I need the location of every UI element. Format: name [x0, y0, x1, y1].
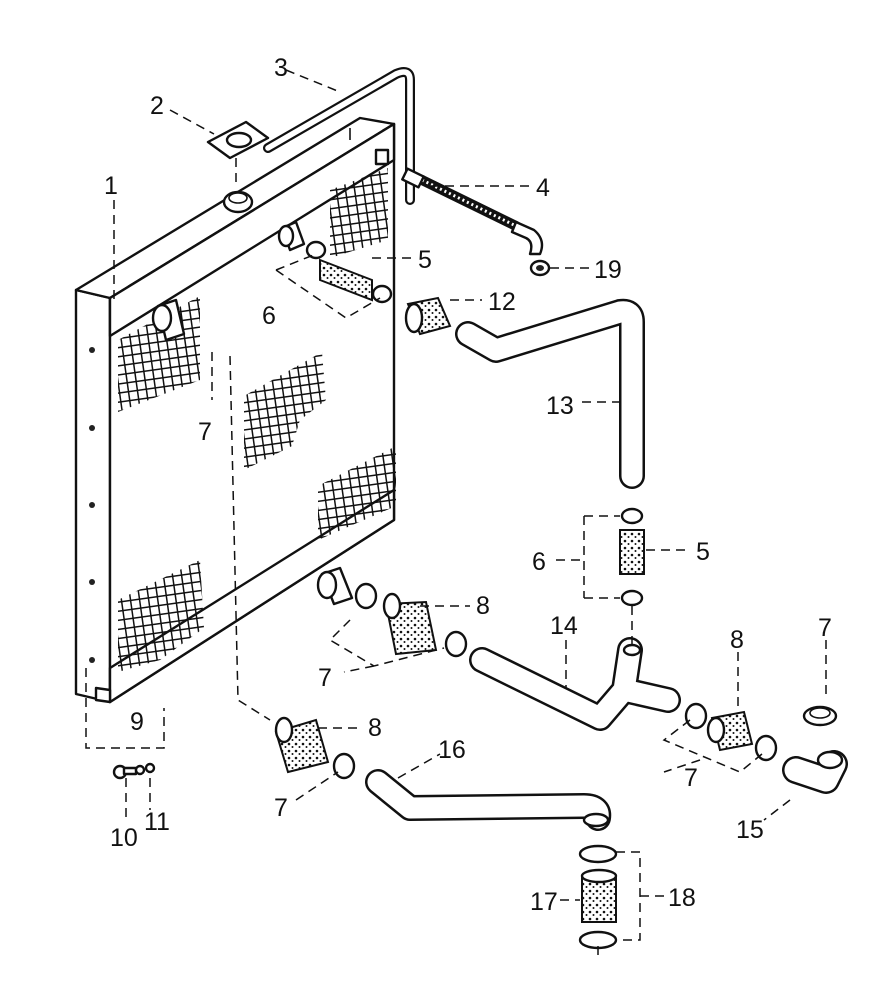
upper-short-hose[interactable]	[319, 258, 373, 302]
lower-bent-pipe[interactable]	[365, 769, 612, 831]
callout-8-branch: 8	[730, 626, 744, 654]
inlet-hose-sleeve[interactable]	[404, 296, 452, 336]
lower-hose-clamps[interactable]	[354, 582, 468, 658]
callout-7-bottom: 7	[274, 794, 288, 822]
callout-13: 13	[546, 392, 574, 420]
callout-7-radiator: 7	[198, 418, 212, 446]
vertical-short-hose[interactable]	[619, 529, 645, 575]
callout-19: 19	[594, 256, 622, 284]
callout-18: 18	[668, 884, 696, 912]
filler-neck-gasket[interactable]	[206, 120, 270, 160]
upper-hose-clamps[interactable]	[305, 240, 393, 304]
union-nut[interactable]	[529, 259, 551, 277]
callout-9: 9	[130, 708, 144, 736]
bottom-hose-sleeve[interactable]	[274, 716, 330, 774]
callout-3: 3	[274, 54, 288, 82]
callout-2: 2	[150, 92, 164, 120]
callout-7-lower: 7	[318, 664, 332, 692]
bleed-hose[interactable]	[401, 167, 544, 256]
upper-bent-pipe[interactable]	[455, 298, 645, 489]
callout-6-vertical: 6	[532, 548, 546, 576]
callout-4: 4	[536, 174, 550, 202]
mounting-bolt-kit[interactable]	[112, 762, 156, 780]
bottom-hose-clamp[interactable]	[332, 752, 356, 780]
branch-hose-clamps[interactable]	[684, 702, 778, 762]
callout-15: 15	[736, 816, 764, 844]
leader-lines	[85, 69, 827, 960]
callout-8-lower: 8	[476, 592, 490, 620]
callout-7-elbow: 7	[818, 614, 832, 642]
callout-14: 14	[550, 612, 578, 640]
callout-8-bottom: 8	[368, 714, 382, 742]
overflow-tube[interactable]	[263, 67, 415, 205]
callout-17: 17	[530, 888, 558, 916]
callout-labels: 1 2 3 4 5 5 6 6 7 7 7 7 7 8 8 8 9 10 11 …	[104, 54, 832, 916]
callout-12: 12	[488, 288, 516, 316]
vertical-hose-clamps[interactable]	[620, 507, 644, 607]
callout-6-upper: 6	[262, 302, 276, 330]
callout-11: 11	[144, 808, 170, 836]
drain-hose[interactable]	[580, 868, 618, 923]
callout-16: 16	[438, 736, 466, 764]
lower-hose-sleeve[interactable]	[382, 592, 438, 656]
elbow-hose[interactable]	[782, 750, 848, 794]
callout-5-vertical: 5	[696, 538, 710, 566]
callout-1: 1	[104, 172, 118, 200]
branch-hose-sleeve[interactable]	[706, 710, 754, 752]
elbow-clamp[interactable]	[802, 705, 838, 727]
callout-7-branch: 7	[684, 764, 698, 792]
callout-5-upper: 5	[418, 246, 432, 274]
drain-hose-clamps[interactable]	[578, 844, 618, 950]
callout-10: 10	[110, 824, 138, 852]
tee-pipe[interactable]	[469, 637, 681, 731]
